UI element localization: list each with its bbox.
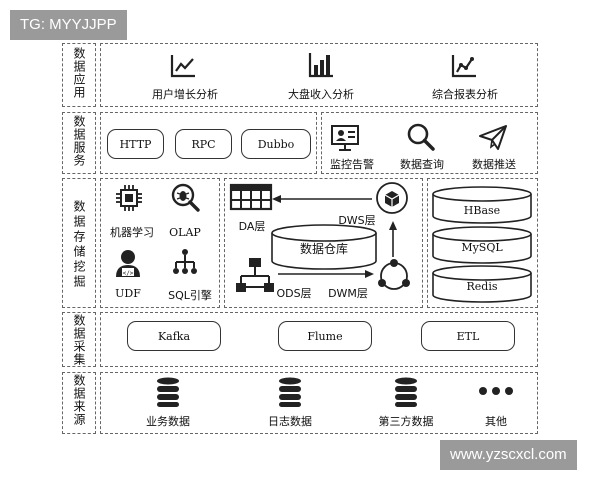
layer-label-storage: 数据存储挖掘 [72,200,86,290]
storage-tools-group [100,178,220,308]
paper-plane-icon [479,125,507,150]
collection-flume: Flume [278,321,372,351]
application-layer [100,43,538,107]
layer-label-service: 数据服务 [72,115,86,167]
layer-label-box-application [62,43,96,107]
database-group [427,178,538,308]
tool-sql-label: SQL引擎 [168,289,212,302]
tool-udf-label: UDF [115,287,141,300]
bug-magnifier-icon [171,183,200,212]
developer-icon: </> [116,250,140,277]
database-icon-third-party [395,377,417,407]
network-cycle-icon [378,259,410,290]
warehouse-cylinder [271,224,377,270]
warehouse-center-label: 数据仓库 [299,242,348,256]
db-hbase-label: HBase [463,204,501,217]
app-item-revenue: 大盘收入分析 [288,88,354,101]
app-item-user-growth: 用户增长分析 [152,88,218,101]
database-icon-business [157,377,179,407]
arrow-ods-to-dwm [278,270,374,278]
trend-chart-icon [451,55,476,78]
layer-label-source: 数据来源 [72,374,86,426]
layer-label-collection: 数据采集 [72,314,86,366]
source-business-label: 业务数据 [146,415,190,428]
layer-label-box-service [62,112,96,174]
bar-chart-icon [308,53,333,78]
warehouse-da-label: DA层 [238,220,266,233]
warehouse-dws-label: DWS层 [338,214,376,227]
db-redis-label: Redis [466,280,498,293]
source-third-party-label: 第三方数据 [378,415,434,428]
service-push-label: 数据推送 [472,158,516,171]
warehouse-group [224,178,423,308]
sql-tree-icon [173,249,197,274]
db-redis-cylinder [432,265,532,303]
app-item-report: 综合报表分析 [432,88,498,101]
layer-label-box-storage [62,178,96,308]
db-mysql-cylinder [432,226,532,264]
more-dots-icon [479,387,513,395]
layer-label-application: 数据应用 [72,47,86,99]
collection-kafka: Kafka [127,321,221,351]
db-hbase-cylinder [432,186,532,224]
layer-label-box-source [62,372,96,434]
database-icon-log [279,377,301,407]
source-log-label: 日志数据 [268,415,312,428]
svg-text:</>: </> [123,270,134,277]
tool-ml-label: 机器学习 [110,226,154,239]
cube-cycle-icon [376,182,408,214]
line-chart-icon [170,55,195,78]
magnifier-icon [407,123,435,151]
service-query-label: 数据查询 [400,158,444,171]
table-grid-icon [229,183,273,211]
layer-label-box-collection [62,312,96,367]
service-monitor-label: 监控告警 [330,158,374,171]
chip-icon [116,185,142,211]
monitor-alert-icon [331,125,359,151]
tool-olap-label: OLAP [169,226,201,239]
top-watermark: TG: MYYJJPP [10,10,127,40]
warehouse-ods-label: ODS层 [276,287,312,300]
collection-etl: ETL [421,321,515,351]
service-protocol-group [100,112,317,174]
protocol-dubbo: Dubbo [241,129,311,159]
warehouse-dwm-label: DWM层 [328,287,368,300]
protocol-http: HTTP [107,129,164,159]
bottom-watermark: www.yzscxcl.com [440,440,577,470]
arrow-dws-to-da [272,195,372,203]
protocol-rpc: RPC [175,129,232,159]
collection-layer [100,312,538,367]
source-other-label: 其他 [485,415,507,428]
db-mysql-label: MySQL [461,241,503,254]
source-layer [100,372,538,434]
flowchart-icon [236,258,274,292]
service-function-group [321,112,538,174]
arrow-dwm-to-dws [389,221,397,257]
